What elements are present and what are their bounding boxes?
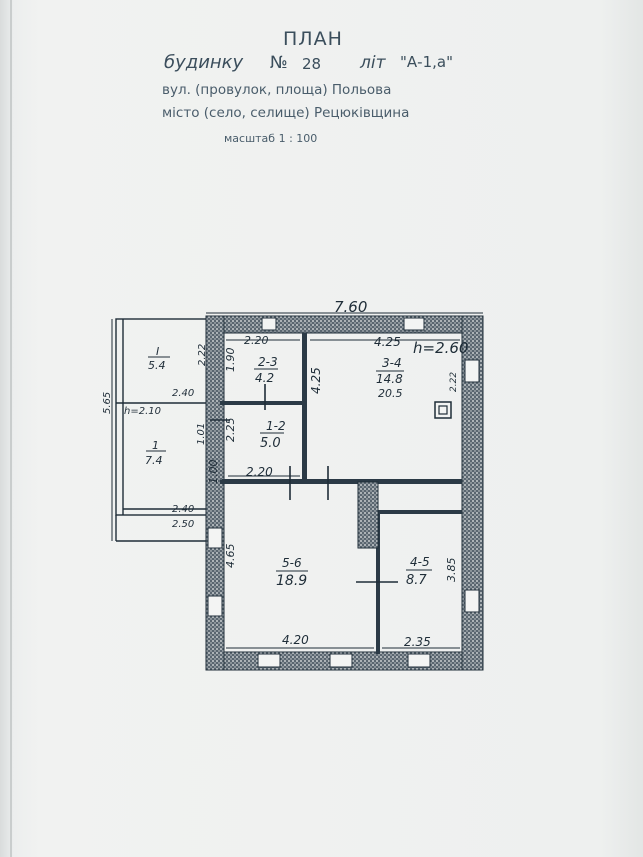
room-area-4-5: 8.7 xyxy=(406,573,427,588)
room-label-I-bottom: 1 xyxy=(152,439,159,452)
dim-bottom-left: 4.20 xyxy=(282,633,309,647)
building-letter: "А-1,а" xyxy=(400,53,453,71)
dimension-lines xyxy=(111,312,483,649)
dim-height-side: h=2.10 xyxy=(124,406,161,417)
dim-vert-h: 3.85 xyxy=(445,558,458,583)
dim-vert-b: 1.90 xyxy=(224,348,237,373)
room-area-5-6: 18.9 xyxy=(276,573,307,589)
room-area-1-2: 5.0 xyxy=(260,436,281,451)
room-area-I-top: 5.4 xyxy=(148,359,166,372)
dim-vert-a: 2.22 xyxy=(197,344,208,366)
room-extra-3-4: 20.5 xyxy=(378,387,403,400)
exterior-walls xyxy=(205,315,484,671)
dim-vert-d: 2.25 xyxy=(224,418,237,443)
settlement-line: місто (село, селище) Рецюківщина xyxy=(162,105,410,121)
room-area-I-bottom: 7.4 xyxy=(145,454,163,467)
scale-line: масштаб 1 : 100 xyxy=(224,132,318,145)
dim-vert-i: 2.22 xyxy=(449,372,459,392)
dim-top-small: 2.20 xyxy=(244,334,269,347)
dim-bottom-right: 2.35 xyxy=(404,635,431,649)
stove-icon xyxy=(434,401,452,419)
plan-title: ПЛАН xyxy=(283,28,343,50)
street-line: вул. (провулок, площа) Польова xyxy=(162,82,392,98)
interior-walls xyxy=(216,333,462,654)
windows xyxy=(207,317,480,668)
room-label-1-2: 1-2 xyxy=(266,419,286,433)
door-marks xyxy=(210,384,398,583)
dim-porch-top: 2.40 xyxy=(172,388,194,399)
room-area-2-3: 4.2 xyxy=(255,371,274,385)
dim-side-left: 5.65 xyxy=(102,392,113,414)
room-label-I-top: I xyxy=(156,345,159,358)
dim-porch-bottom-a: 2.40 xyxy=(172,504,194,515)
room-label-3-4: 3-4 xyxy=(382,356,402,370)
dim-vert-e: 1.01 xyxy=(196,423,207,445)
room-label-2-3: 2-3 xyxy=(258,355,278,369)
dim-vert-c: 4.25 xyxy=(309,367,323,394)
room-label-4-5: 4-5 xyxy=(410,555,430,569)
building-number: 28 xyxy=(302,55,322,73)
dim-corridor-width: 2.20 xyxy=(246,465,273,479)
dim-height-main: h=2.60 xyxy=(413,339,468,357)
room-label-5-6: 5-6 xyxy=(282,556,302,570)
dim-top-width: 7.60 xyxy=(334,298,367,316)
building-label: будинку xyxy=(164,52,244,73)
paper-edge xyxy=(10,0,12,857)
dim-porch-bottom-b: 2.50 xyxy=(172,519,194,530)
room-area-3-4: 14.8 xyxy=(376,372,403,386)
dim-vert-g: 4.65 xyxy=(224,544,237,569)
dim-top-mid: 4.25 xyxy=(374,335,401,349)
letter-label: літ xyxy=(360,53,386,73)
number-label: № xyxy=(270,53,288,73)
room-labels xyxy=(146,356,432,572)
dim-vert-f: 1.00 xyxy=(207,460,220,485)
